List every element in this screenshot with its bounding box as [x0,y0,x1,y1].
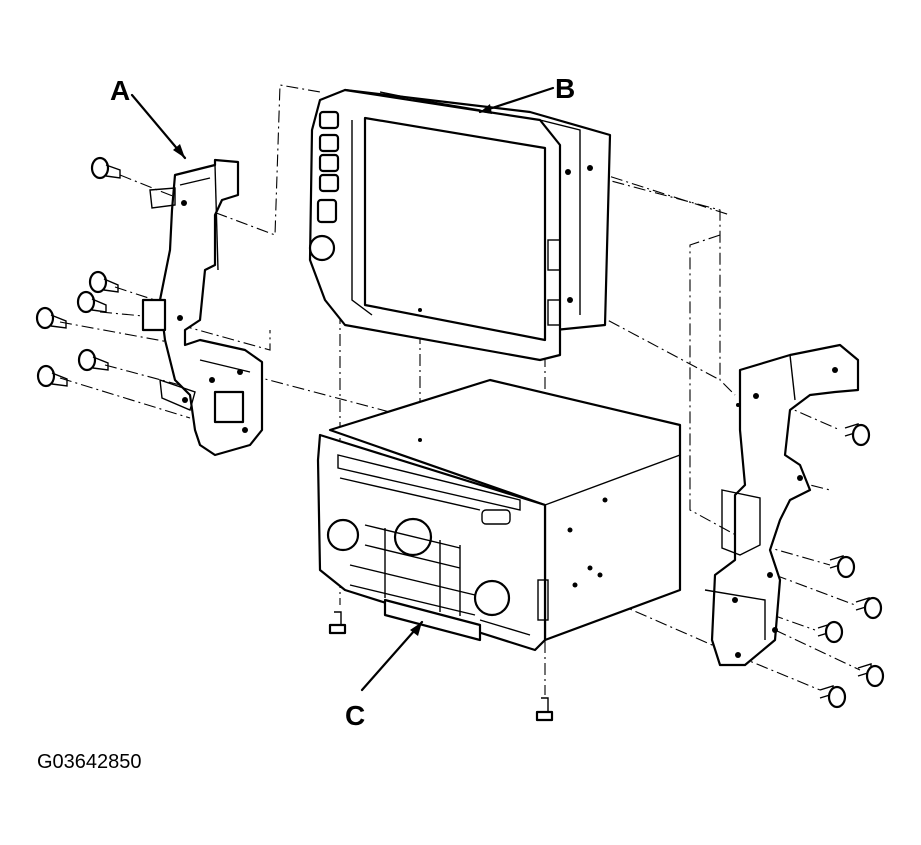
screw-icon [35,306,67,330]
screw-icon [535,697,554,722]
label-a: A [110,75,130,106]
screw-icon [77,348,109,372]
control-unit-c [316,378,682,652]
arrow-head-b [480,104,492,114]
display-unit-b [308,88,612,362]
figure-id: G03642850 [37,751,142,773]
bracket-a [141,158,264,457]
screw-icon [328,611,347,635]
screw-icon [857,663,885,688]
screw-icon [819,685,847,709]
arrow-head-a [173,144,185,158]
screw-icon [90,156,121,180]
callout-arrows [130,86,555,692]
screw-icon [817,620,844,644]
screw-icon [76,290,107,314]
right-screws [817,423,885,709]
right-bracket [704,343,860,667]
label-c: C [345,700,365,731]
screw-icon [844,423,871,447]
label-b: B [555,73,575,104]
screw-icon [829,555,856,579]
screw-icon [88,270,119,294]
screw-icon [36,364,68,388]
screw-icon [855,596,883,620]
arrow-head-c [410,622,422,636]
bottom-screws [328,611,554,722]
left-screws [35,156,121,388]
